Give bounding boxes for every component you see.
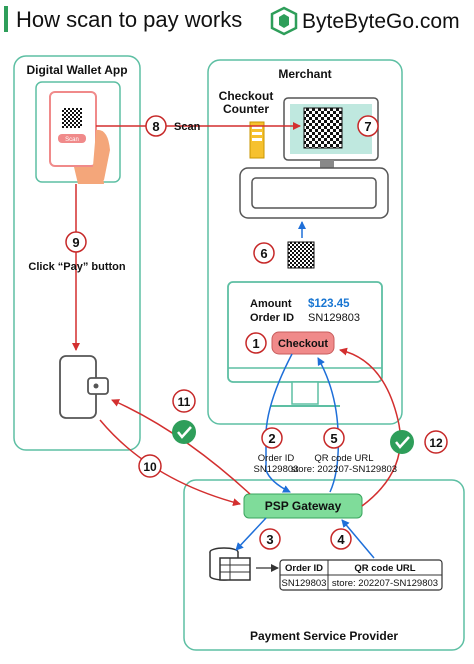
step-11-badge: 11	[172, 389, 196, 413]
svg-text:10: 10	[143, 460, 157, 474]
phone-qr-icon	[62, 108, 82, 128]
step-4-badge: 4	[330, 528, 352, 550]
psp-panel	[183, 479, 465, 651]
step-6-badge: 6	[253, 242, 275, 264]
svg-text:5: 5	[330, 431, 337, 446]
step-2-badge: 2	[261, 427, 283, 449]
phone-wallet-icon	[59, 355, 109, 419]
arrow-qr-url-label: QR code URL	[314, 453, 373, 464]
amount-value: $123.45	[308, 298, 350, 310]
merchant-title: Merchant	[278, 67, 331, 81]
step-1-badge: 1	[245, 332, 267, 354]
wallet-app-title: Digital Wallet App	[26, 63, 127, 77]
svg-text:12: 12	[429, 436, 443, 450]
title-accent-bar	[4, 6, 8, 32]
table-cell-order-id: SN129803	[282, 578, 327, 589]
pos-qr-icon	[303, 107, 343, 149]
phone-scanning: Scan	[35, 81, 121, 184]
logo-text: ByteByteGo.com	[302, 10, 460, 33]
step-10-badge: 10	[138, 454, 162, 478]
step-8-badge: 8	[145, 115, 167, 137]
step-5-badge: 5	[323, 427, 345, 449]
step-9-badge: 9	[65, 231, 87, 253]
arrow-qr-url-value: store: 202207-SN129803	[291, 464, 397, 475]
svg-text:4: 4	[337, 532, 345, 547]
svg-text:9: 9	[72, 235, 79, 250]
check-icon	[172, 420, 196, 444]
wallet-app-panel	[13, 55, 141, 451]
phone-scan-button: Scan	[65, 137, 79, 143]
merchant-panel	[207, 59, 403, 425]
checkout-counter-label-line1: Checkout	[219, 89, 274, 103]
table-cell-qr-url: store: 202207-SN129803	[332, 578, 438, 589]
pos-terminal	[239, 97, 389, 219]
step-7-badge: 7	[357, 115, 379, 137]
svg-text:8: 8	[152, 119, 159, 134]
svg-text:3: 3	[266, 532, 273, 547]
order-id-label: Order ID	[250, 312, 294, 324]
svg-text:2: 2	[268, 431, 275, 446]
step-3-badge: 3	[259, 528, 281, 550]
arrow-order-id-label: Order ID	[258, 453, 295, 464]
database-icon	[209, 547, 251, 581]
checkout-button-label: Checkout	[278, 338, 328, 350]
checkout-counter-label-line2: Counter	[223, 102, 269, 116]
table-header-order-id: Order ID	[285, 563, 323, 574]
svg-text:1: 1	[252, 336, 259, 351]
qr-generate-arrow	[341, 519, 375, 559]
checkout-button[interactable]	[271, 331, 335, 355]
amount-label: Amount	[250, 298, 292, 310]
check-icon	[390, 430, 414, 454]
scan-label: Scan	[174, 121, 201, 133]
merchant-confirm-arrow	[339, 347, 402, 507]
store-order-arrow	[235, 517, 267, 551]
arrow-order-id-value: SN129803	[254, 464, 299, 475]
svg-text:6: 6	[260, 246, 267, 261]
psp-title: Payment Service Provider	[250, 629, 398, 643]
order-id-value: SN129803	[308, 312, 360, 324]
svg-text:11: 11	[178, 395, 191, 409]
click-pay-label: Click “Pay” button	[28, 261, 125, 273]
logo-icon	[270, 6, 298, 36]
step-12-badge: 12	[424, 430, 448, 454]
psp-gateway-label: PSP Gateway	[265, 499, 342, 513]
table-header-qr-url: QR code URL	[354, 563, 415, 574]
svg-text:7: 7	[364, 119, 371, 134]
qr-code-icon	[287, 241, 315, 269]
orders-table	[279, 559, 443, 591]
page-title: How scan to pay works	[16, 7, 242, 32]
pay-request-arrow	[99, 419, 241, 507]
